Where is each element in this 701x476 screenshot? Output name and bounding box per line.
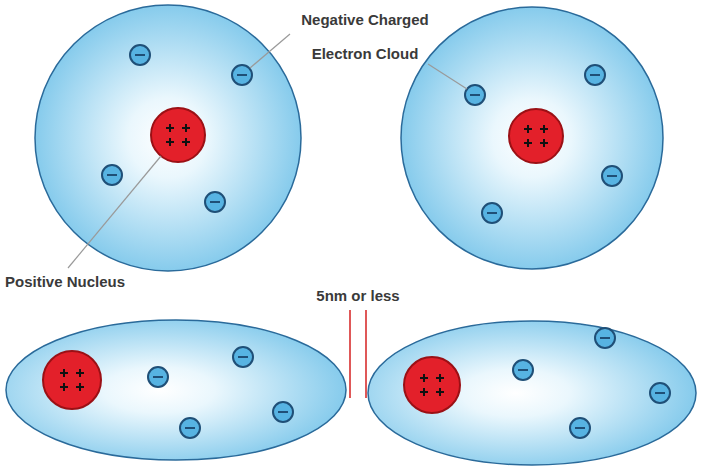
nucleus (404, 357, 460, 413)
electron-cloud (6, 320, 346, 460)
nucleus (509, 109, 563, 163)
electrons (513, 328, 670, 438)
atom (35, 5, 301, 271)
electron-cloud (401, 7, 663, 269)
nucleus (43, 351, 101, 409)
dimension-label: 5nm or less (300, 286, 416, 306)
electrons (465, 65, 622, 223)
nucleus (151, 108, 205, 162)
callout-label: Positive Nucleus (5, 272, 165, 292)
gap-marker (350, 310, 366, 398)
electron-cloud (368, 321, 696, 465)
callout-label: Negative Charged Electron Cloud (290, 3, 440, 71)
electrons (102, 45, 252, 212)
polarized-atom (368, 321, 696, 465)
electron-cloud (35, 5, 301, 271)
electrons (148, 347, 293, 438)
leader-lines (68, 34, 467, 268)
atom (401, 7, 663, 269)
polarized-atom (6, 320, 346, 460)
